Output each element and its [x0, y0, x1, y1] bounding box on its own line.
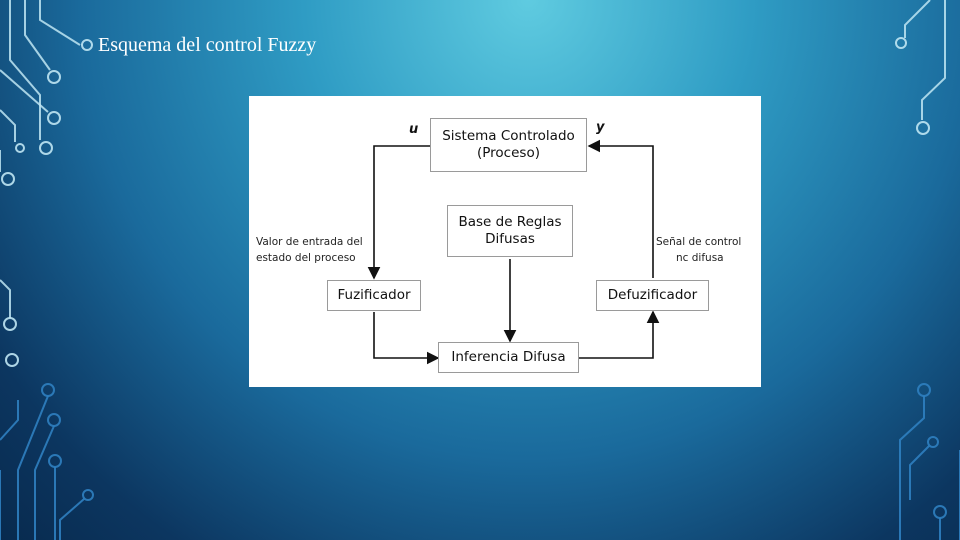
connector-y: [589, 146, 653, 278]
sistema-line1: Sistema Controlado: [442, 128, 575, 145]
base-line2: Difusas: [485, 231, 535, 248]
connector-inf-defuz: [579, 312, 653, 358]
symbol-y: y: [596, 120, 604, 135]
box-base-de-reglas: Base de Reglas Difusas: [447, 205, 573, 257]
right-label-line1: Señal de control: [656, 234, 741, 250]
box-sistema-controlado: Sistema Controlado (Proceso): [430, 118, 587, 172]
left-label-line2: estado del proceso: [256, 250, 363, 266]
right-label: Señal de control nc difusa: [656, 234, 741, 266]
inferencia-label: Inferencia Difusa: [451, 349, 565, 366]
right-label-line2: nc difusa: [656, 250, 741, 266]
symbol-u: u: [409, 122, 418, 137]
left-label: Valor de entrada del estado del proceso: [256, 234, 363, 266]
sistema-line2: (Proceso): [477, 145, 540, 162]
connector-u: [374, 146, 430, 278]
fuzzy-control-diagram: Sistema Controlado (Proceso) Base de Reg…: [249, 96, 761, 387]
fuzificador-label: Fuzificador: [338, 287, 411, 304]
box-defuzificador: Defuzificador: [596, 280, 709, 311]
defuzificador-label: Defuzificador: [608, 287, 697, 304]
connector-fuz-inf: [374, 312, 438, 358]
slide-title: Esquema del control Fuzzy: [98, 34, 316, 57]
box-inferencia-difusa: Inferencia Difusa: [438, 342, 579, 373]
left-label-line1: Valor de entrada del: [256, 234, 363, 250]
base-line1: Base de Reglas: [458, 214, 561, 231]
box-fuzificador: Fuzificador: [327, 280, 421, 311]
